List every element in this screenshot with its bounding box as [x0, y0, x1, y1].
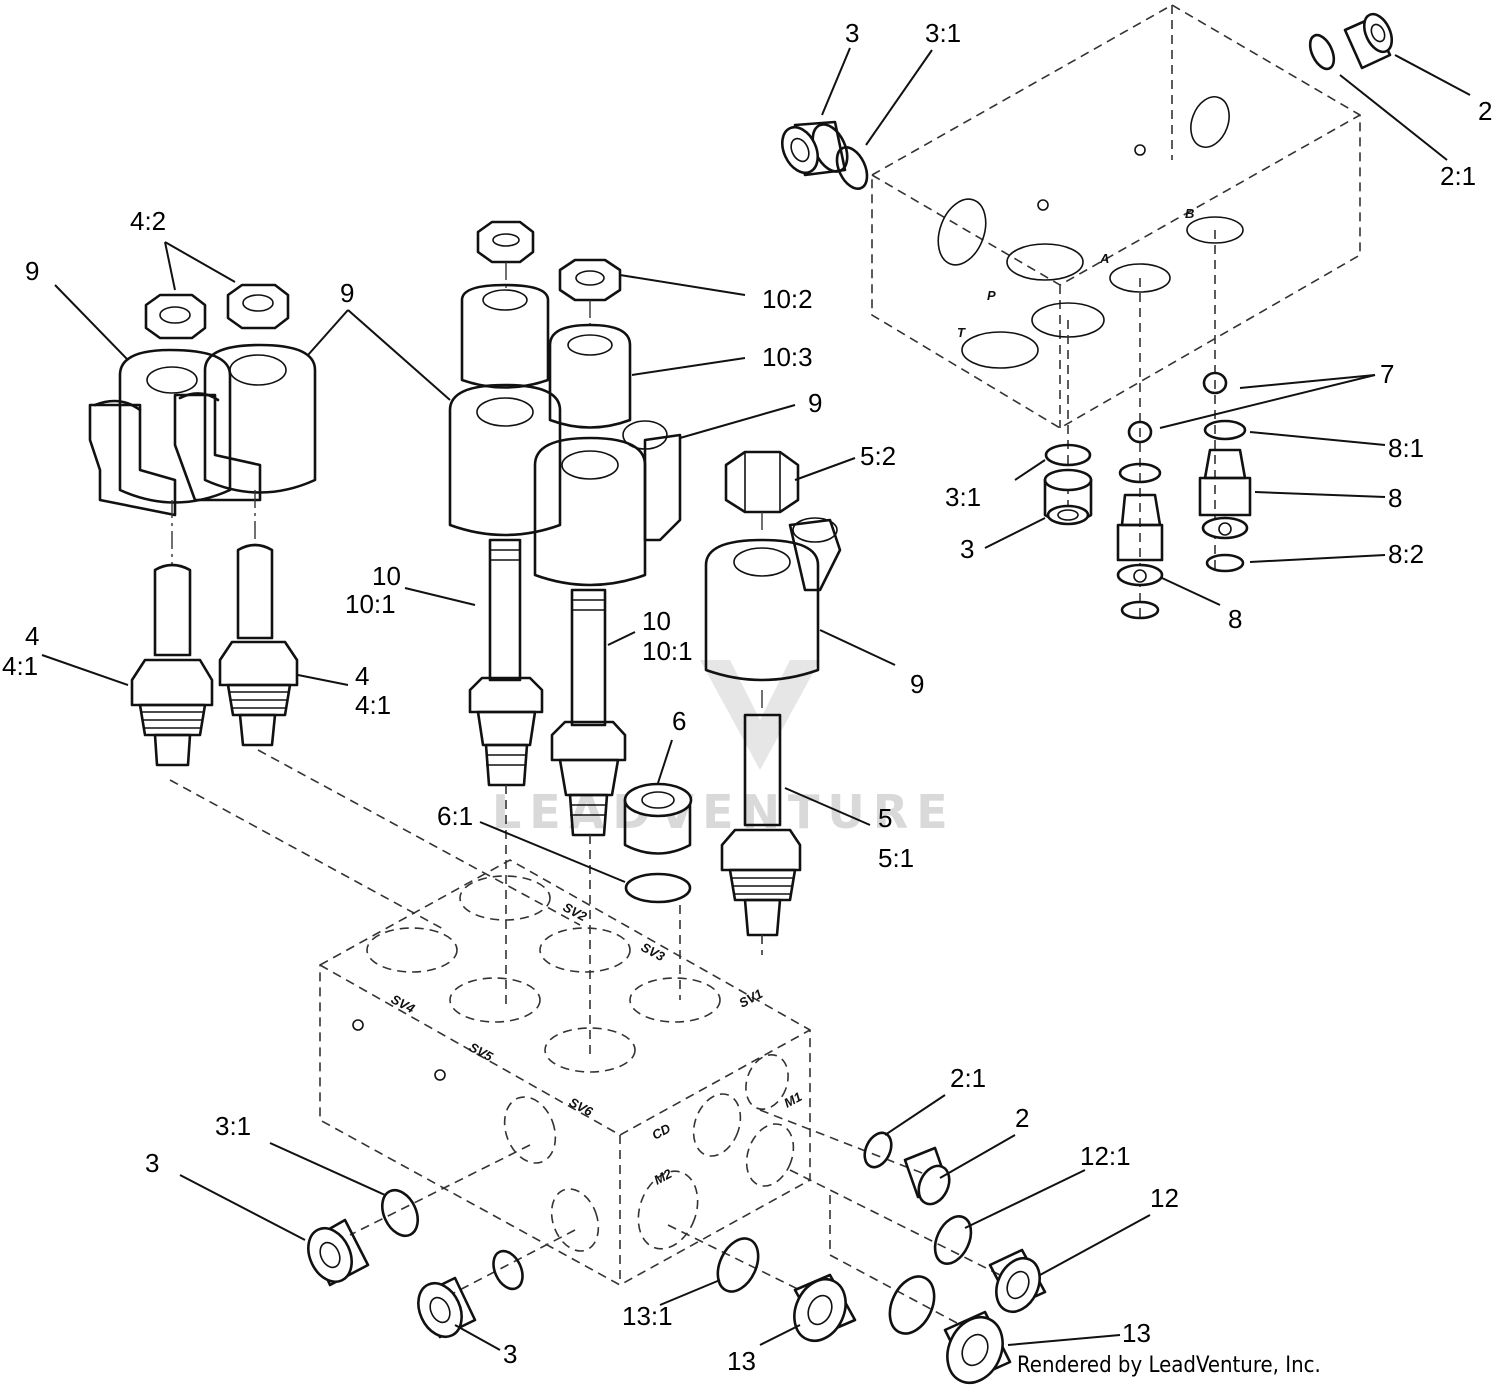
callout-3-1-top: 3:1	[925, 18, 961, 48]
port-label-a: A	[1099, 251, 1109, 266]
callout-4-1-a: 4:1	[2, 651, 38, 681]
center-valves-10	[448, 220, 682, 837]
valve-5	[704, 450, 842, 937]
callout-8-r: 8	[1388, 483, 1402, 513]
callout-6: 6	[672, 706, 686, 736]
callout-9-c: 9	[910, 669, 924, 699]
callout-12: 12	[1150, 1183, 1179, 1213]
callout-10-2: 10:2	[762, 284, 813, 314]
callout-3-1-r: 3:1	[945, 482, 981, 512]
callout-8-b: 8	[1228, 604, 1242, 634]
port-label-sv6: SV6	[567, 1094, 596, 1119]
port-label-b: B	[1185, 206, 1194, 221]
credit-text: Rendered by LeadVenture, Inc.	[1017, 1353, 1321, 1378]
upper-manifold-block: P T A B	[871, 4, 1361, 429]
callouts: 3 3:1 2 2:1 4:2 9 9 10:2 10:3 9 5:2 7 8:…	[2, 18, 1492, 1376]
callout-12-1: 12:1	[1080, 1141, 1131, 1171]
callout-5-1: 5:1	[878, 843, 914, 873]
callout-8-1: 8:1	[1388, 433, 1424, 463]
left-coils	[88, 283, 317, 517]
callout-2-1-bot: 2:1	[950, 1063, 986, 1093]
port-label-m2: M2	[651, 1166, 675, 1188]
callout-8-2: 8:2	[1388, 539, 1424, 569]
callout-2-1-top: 2:1	[1440, 161, 1476, 191]
port-label-sv3: SV3	[639, 939, 668, 964]
callout-6-1: 6:1	[437, 801, 473, 831]
port-label-m1: M1	[781, 1089, 804, 1111]
callout-2-bot: 2	[1015, 1103, 1029, 1133]
callout-10-1-b: 10:1	[642, 636, 693, 666]
callout-10-1-a: 10:1	[345, 589, 396, 619]
port-label-sv1: SV1	[736, 986, 765, 1011]
callout-10-3: 10:3	[762, 342, 813, 372]
upper-plug-3	[781, 120, 869, 190]
callout-10-a: 10	[372, 561, 401, 591]
callout-10-b: 10	[642, 606, 671, 636]
callout-3-bot-l: 3	[145, 1148, 159, 1178]
callout-4-1-b: 4:1	[355, 690, 391, 720]
callout-4-a: 4	[25, 621, 39, 651]
callout-4-b: 4	[355, 661, 369, 691]
callout-9-left: 9	[25, 256, 39, 286]
port-label-p: P	[987, 288, 996, 303]
valve-cartridges-4	[130, 490, 299, 767]
callout-3-bot: 3	[503, 1339, 517, 1369]
callout-5: 5	[878, 803, 892, 833]
port-label-t: T	[957, 325, 966, 340]
port-label-cd: CD	[649, 1120, 673, 1142]
plug-6	[623, 782, 693, 904]
callout-9-b: 9	[808, 388, 822, 418]
lower-plugs	[307, 1131, 1047, 1385]
callout-2-top: 2	[1478, 96, 1492, 126]
callout-13-b: 13	[1122, 1318, 1151, 1348]
callout-7: 7	[1380, 359, 1394, 389]
right-fittings	[1043, 230, 1252, 620]
leader-lines	[41, 47, 1471, 1351]
callout-4-2: 4:2	[130, 206, 166, 236]
callout-3-r: 3	[960, 534, 974, 564]
callout-3-1-bot: 3:1	[215, 1111, 251, 1141]
upper-plug-2	[1308, 12, 1394, 71]
callout-5-2: 5:2	[860, 441, 896, 471]
callout-9-mid: 9	[340, 278, 354, 308]
callout-13-1: 13:1	[622, 1301, 673, 1331]
port-label-sv5: SV5	[467, 1039, 496, 1064]
callout-13-a: 13	[727, 1346, 756, 1376]
callout-3-top: 3	[845, 18, 859, 48]
